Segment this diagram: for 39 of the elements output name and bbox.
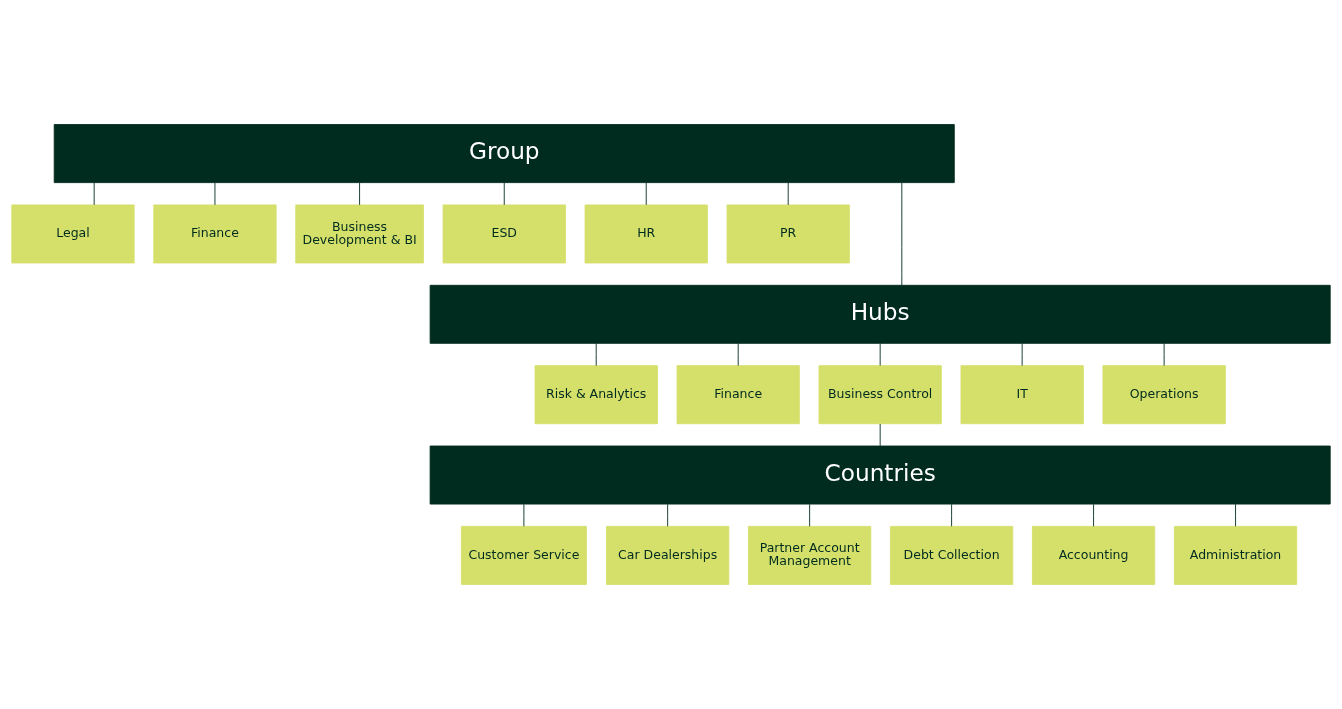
- connector: [879, 343, 881, 367]
- node-box: Car Dealerships: [606, 525, 730, 585]
- connector: [503, 182, 505, 206]
- node-box: Legal: [11, 204, 135, 264]
- connector: [523, 503, 525, 527]
- node-box: IT: [960, 365, 1084, 425]
- connector: [214, 182, 216, 206]
- node-box: Business Development & BI: [295, 204, 424, 264]
- node-box: ESD: [442, 204, 566, 264]
- node-box: Finance: [676, 365, 800, 425]
- connector: [951, 503, 953, 527]
- node-box: Debt Collection: [890, 525, 1014, 585]
- connector: [737, 343, 739, 367]
- node-box: Hubs: [429, 284, 1331, 344]
- node-box: Countries: [429, 445, 1331, 505]
- node-box: Partner Account Management: [748, 525, 872, 585]
- connector: [1163, 343, 1165, 367]
- node-box: Operations: [1102, 365, 1226, 425]
- connector: [1235, 503, 1236, 527]
- node-box: Risk & Analytics: [534, 365, 658, 425]
- connector: [1093, 503, 1095, 527]
- connector: [809, 503, 811, 527]
- node-box: Accounting: [1031, 525, 1156, 585]
- connector: [645, 182, 647, 206]
- connector: [1021, 343, 1023, 367]
- node-box: Finance: [153, 204, 277, 264]
- node-box: Customer Service: [460, 525, 587, 585]
- node-box: PR: [726, 204, 850, 264]
- connector: [93, 182, 95, 206]
- connector: [595, 343, 597, 367]
- connector: [787, 182, 789, 206]
- connector: [901, 182, 903, 286]
- node-box: HR: [584, 204, 708, 264]
- node-box: Administration: [1173, 525, 1298, 585]
- connector: [667, 503, 669, 527]
- node-box: Group: [53, 124, 955, 184]
- connector: [359, 182, 361, 206]
- connector: [879, 423, 881, 447]
- node-box: Business Control: [818, 365, 942, 425]
